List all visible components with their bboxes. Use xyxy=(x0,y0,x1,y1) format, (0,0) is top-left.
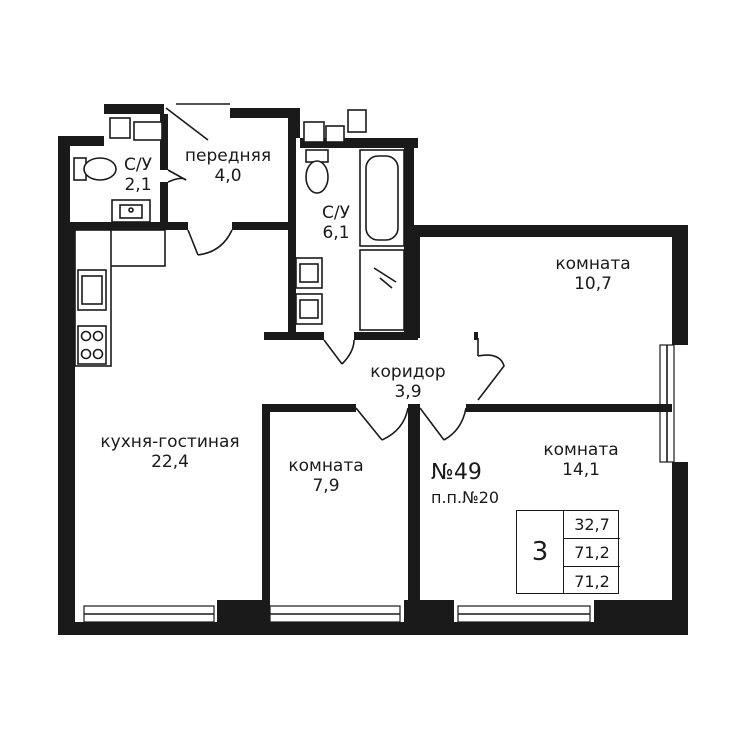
room-name: передняя xyxy=(184,146,272,166)
room-area: 3,9 xyxy=(394,382,422,402)
room-area: 14,1 xyxy=(562,460,600,480)
windows xyxy=(83,344,675,623)
room-area: 10,7 xyxy=(574,274,612,294)
room-name: комната xyxy=(543,440,619,460)
room-area: 6,1 xyxy=(322,223,350,243)
doors xyxy=(165,103,505,441)
double-sink-icon xyxy=(295,257,323,325)
room-name: С/У xyxy=(124,155,152,175)
area-total-with-balcony: 71,2 xyxy=(574,571,610,591)
kitchen-counter-icon xyxy=(74,229,166,367)
room-area: 4,0 xyxy=(214,166,242,186)
room-label-bath2: С/У 6,1 xyxy=(322,203,350,243)
room-label-room3: комната 14,1 xyxy=(543,440,618,480)
sink-icon xyxy=(111,199,151,223)
room-name: комната xyxy=(555,254,631,274)
toilet-icon xyxy=(73,157,117,181)
room-label-bath1: С/У 2,1 xyxy=(124,155,152,195)
room-name: С/У xyxy=(322,203,350,223)
room-name: коридор xyxy=(370,362,446,382)
room-label-kitchen: кухня-гостиная 22,4 xyxy=(100,432,239,472)
area-summary-table: 3 32,7 71,2 71,2 xyxy=(516,510,620,594)
floor-plan-number: п.п.№20 xyxy=(431,488,500,507)
room-label-room1: комната 10,7 xyxy=(555,254,630,294)
toilet-icon xyxy=(305,149,329,194)
room-name: комната xyxy=(288,456,364,476)
room-label-hall: передняя 4,0 xyxy=(185,146,271,186)
room-label-corridor: коридор 3,9 xyxy=(370,362,445,402)
exterior-walls xyxy=(58,104,688,635)
area-living: 32,7 xyxy=(564,511,620,539)
interior-walls xyxy=(70,114,672,624)
apartment-number: №49 xyxy=(431,460,482,485)
room-area: 2,1 xyxy=(124,175,152,195)
rooms-count: 3 xyxy=(517,511,564,593)
room-area: 7,9 xyxy=(312,476,340,496)
area-total: 71,2 xyxy=(564,539,620,567)
room-name: кухня-гостиная xyxy=(100,432,240,452)
room-label-room2: комната 7,9 xyxy=(288,456,363,496)
room-area: 22,4 xyxy=(151,452,189,472)
bathtub-icon xyxy=(359,149,405,247)
fixtures xyxy=(73,109,405,367)
shower-icon xyxy=(359,249,405,331)
